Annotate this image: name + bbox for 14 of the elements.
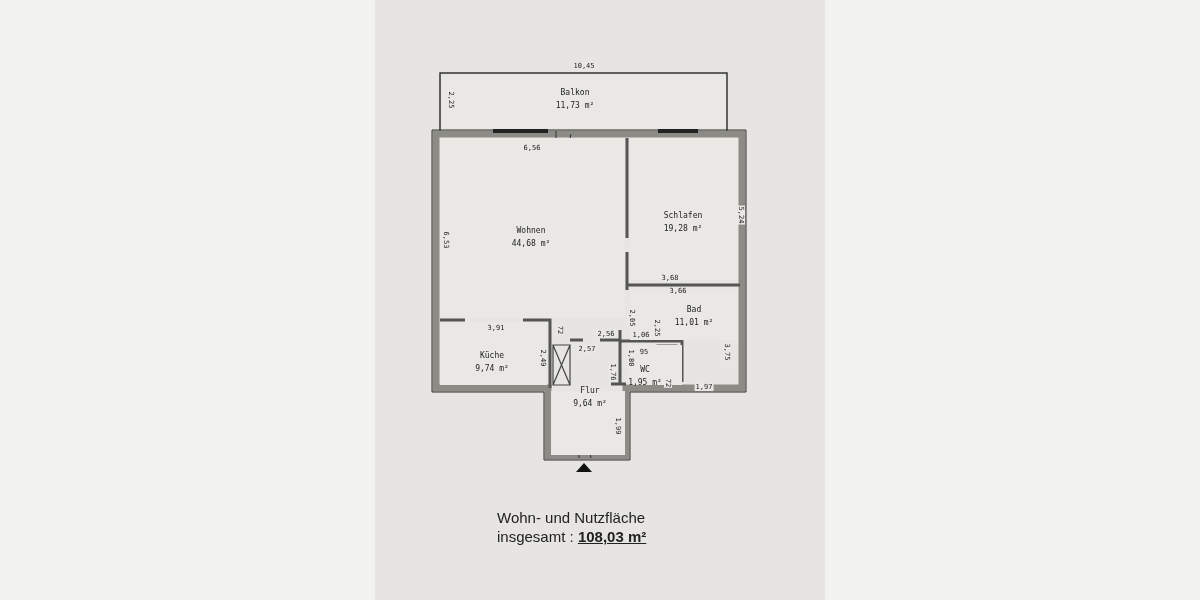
caption: Wohn- und Nutzfläche insgesamt : 108,03 m² (497, 508, 648, 546)
room-name: Küche (478, 350, 506, 362)
room-area-value: 44,68 m² (511, 238, 551, 250)
room-area-value: 9,74 m² (475, 363, 509, 375)
room-area-value: 9,64 m² (573, 398, 607, 410)
room-name: Schlafen (663, 210, 703, 222)
room-name: Bad (685, 304, 703, 316)
room-area-value: 19,28 m² (663, 223, 703, 235)
room-name: Balkon (559, 87, 591, 99)
room-name: Wohnen (515, 225, 547, 237)
room-area-value: 11,01 m² (674, 317, 714, 329)
room-area-value: 1,95 m² (628, 377, 662, 389)
room-area-value: 11,73 m² (555, 100, 595, 112)
room-name: Flur (579, 385, 601, 397)
